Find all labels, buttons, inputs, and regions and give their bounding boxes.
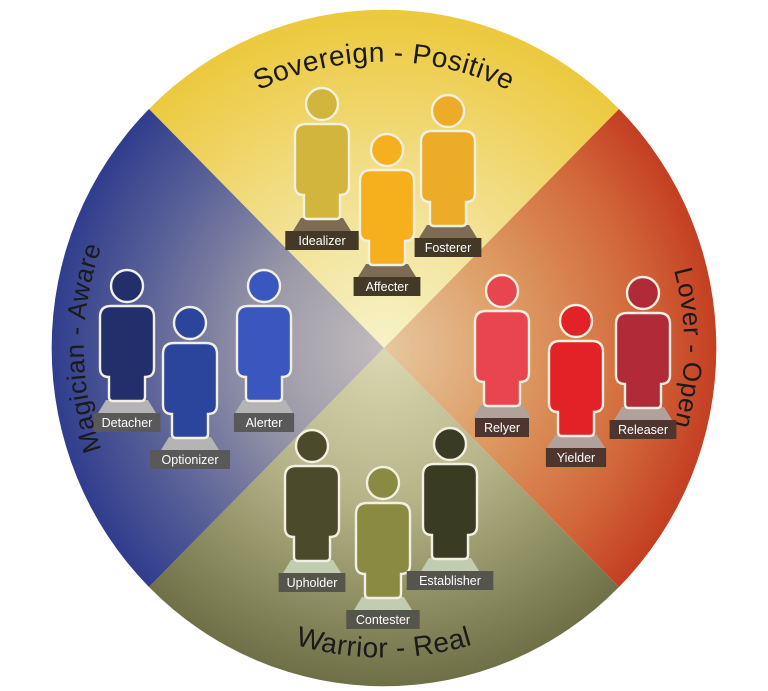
person-head-icon (365, 465, 401, 501)
figure-label: Detacher (102, 416, 153, 430)
pedestal-top (293, 218, 351, 231)
figure-label: Releaser (618, 423, 668, 437)
person-body-icon (421, 462, 479, 561)
person-head-icon (432, 426, 468, 462)
pedestal-label-plate (346, 610, 420, 629)
figure-label: Yielder (557, 451, 595, 465)
figure-contester: Contester (346, 465, 420, 629)
person-head-icon (625, 275, 661, 311)
pedestal-top (161, 437, 219, 450)
person-body-icon (614, 311, 672, 410)
pedestal-top (473, 405, 531, 418)
pedestal-top (235, 400, 293, 413)
figure-label: Contester (356, 613, 410, 627)
person-body-icon (293, 122, 351, 221)
figure-label: Alerter (246, 416, 283, 430)
pedestal-top (98, 400, 156, 413)
figure-alerter: Alerter (233, 268, 295, 432)
figure-label: Fosterer (425, 241, 472, 255)
pedestal-label-plate (93, 413, 161, 432)
person-body-icon (547, 339, 605, 438)
person-head-icon (172, 305, 208, 341)
figure-idealizer: Idealizer (285, 86, 359, 250)
figure-optionizer: Optionizer (150, 305, 230, 469)
pedestal-top (283, 560, 341, 573)
person-body-icon (283, 464, 341, 563)
figure-detacher: Detacher (93, 268, 161, 432)
figure-relyer: Relyer (473, 273, 531, 437)
person-head-icon (246, 268, 282, 304)
pedestal-label-plate (406, 571, 494, 590)
figure-label: Establisher (419, 574, 481, 588)
person-body-icon (358, 168, 416, 267)
pedestal-label-plate (414, 238, 482, 257)
pedestal-label-plate (278, 573, 346, 592)
person-head-icon (430, 93, 466, 129)
pedestal-top (419, 225, 477, 238)
person-head-icon (369, 132, 405, 168)
person-body-icon (161, 341, 219, 440)
pedestal-top (354, 597, 412, 610)
figure-label: Optionizer (162, 453, 219, 467)
pedestal-top (614, 407, 672, 420)
pedestal-label-plate (150, 450, 230, 469)
figure-affecter: Affecter (353, 132, 421, 296)
pedestal-top (421, 558, 479, 571)
figure-establisher: Establisher (406, 426, 494, 590)
pedestal-top (547, 435, 605, 448)
pedestal-label-plate (233, 413, 295, 432)
person-head-icon (558, 303, 594, 339)
pedestal-label-plate (285, 231, 359, 250)
pedestal-label-plate (353, 277, 421, 296)
pedestal-label-plate (609, 420, 677, 439)
pedestal-label-plate (545, 448, 607, 467)
person-body-icon (354, 501, 412, 600)
figure-yielder: Yielder (545, 303, 607, 467)
person-head-icon (484, 273, 520, 309)
person-body-icon (235, 304, 293, 403)
figure-label: Upholder (287, 576, 338, 590)
figure-label: Affecter (366, 280, 409, 294)
pedestal-label-plate (475, 418, 529, 437)
person-body-icon (98, 304, 156, 403)
figure-label: Idealizer (298, 234, 345, 248)
figure-fosterer: Fosterer (414, 93, 482, 257)
figure-label: Relyer (484, 421, 520, 435)
person-head-icon (109, 268, 145, 304)
person-body-icon (419, 129, 477, 228)
person-head-icon (294, 428, 330, 464)
figure-upholder: Upholder (278, 428, 346, 592)
figure-releaser: Releaser (609, 275, 677, 439)
sector-magician (51, 109, 384, 587)
person-body-icon (473, 309, 531, 408)
pedestal-top (358, 264, 416, 277)
person-head-icon (304, 86, 340, 122)
